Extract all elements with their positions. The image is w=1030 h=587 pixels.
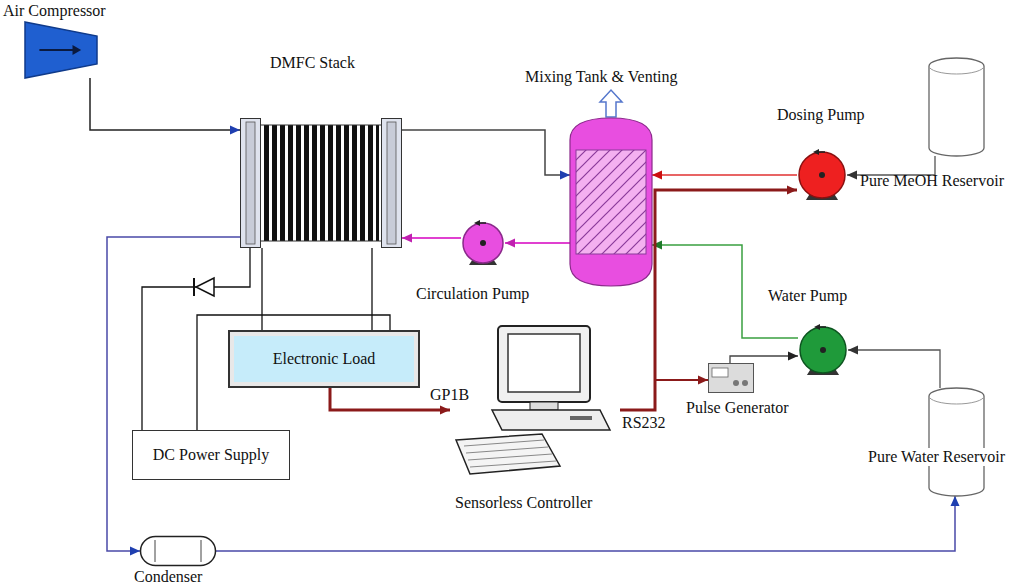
part-label: DMFC Stack [270, 54, 355, 72]
part-label: Circulation Pump [416, 285, 529, 303]
box-label: Electronic Load [273, 350, 376, 368]
connector [371, 248, 372, 330]
diode-symbol [196, 278, 214, 296]
arrow-head [847, 171, 857, 180]
load-box: Electronic Load [228, 330, 420, 388]
connector [402, 130, 570, 175]
pulse-generator: Pulse Generator [708, 363, 754, 393]
mixing-tank-shape [570, 118, 652, 286]
air-compressor-shape [25, 22, 97, 78]
controller-computer-shape [450, 318, 620, 483]
circulation-pump: Circulation Pump [461, 221, 505, 265]
power-supply-box: DC Power Supply [132, 430, 290, 480]
vent-arrow [600, 90, 622, 117]
condenser-shape [140, 536, 216, 566]
part-label: Sensorless Controller [455, 494, 592, 512]
part-label: Water Pump [768, 287, 847, 305]
circulation-pump-shape [461, 221, 505, 265]
connector [107, 237, 240, 551]
arrow-head [787, 186, 797, 195]
water-pump: Water Pump [798, 325, 848, 375]
signal-label: RS232 [620, 414, 668, 432]
arrow-head [230, 126, 240, 135]
part-label: Pulse Generator [686, 399, 789, 417]
arrow-head [652, 171, 662, 180]
fuel-cell-stack: DMFC Stack [240, 118, 402, 248]
controller-computer: Sensorless Controller [450, 318, 620, 483]
dosing-pump: Dosing Pump [797, 150, 847, 200]
water-reservoir-shape [928, 388, 985, 496]
arrow-head [698, 376, 708, 385]
mixing-tank: Mixing Tank & Venting [570, 118, 652, 286]
fuel-cell-stack-shape [240, 118, 402, 248]
arrow-head [951, 496, 960, 506]
arrow-head [440, 406, 450, 415]
water-reservoir: Pure Water Reservoir [928, 388, 985, 496]
connector [652, 174, 797, 176]
arrow-head [130, 547, 140, 556]
air-compressor: Air Compressor [25, 22, 97, 78]
signal-label: GP1B [428, 386, 471, 404]
part-label: Dosing Pump [777, 106, 865, 124]
condenser: Condenser [140, 536, 216, 566]
arrow-head [560, 171, 570, 180]
methanol-reservoir-shape [928, 58, 985, 156]
arrow-head [848, 346, 858, 355]
arrow-head [505, 239, 515, 248]
connector [730, 356, 798, 363]
pulse-generator-shape [708, 363, 754, 393]
water-pump-shape [798, 325, 848, 375]
methanol-reservoir: Pure MeOH Reservoir [928, 58, 985, 156]
part-label: Condenser [134, 568, 202, 586]
part-label: Mixing Tank & Venting [525, 68, 678, 86]
part-label: Pure MeOH Reservoir [860, 172, 1004, 190]
connector [848, 350, 940, 388]
dosing-pump-shape [797, 150, 847, 200]
arrow-head [788, 352, 798, 361]
connector [261, 248, 262, 330]
connector [90, 78, 240, 130]
box-label: DC Power Supply [153, 446, 269, 464]
part-label: Pure Water Reservoir [866, 448, 1007, 466]
part-label: Air Compressor [3, 2, 106, 20]
arrow-head [402, 234, 412, 243]
diode-bar [193, 278, 195, 296]
